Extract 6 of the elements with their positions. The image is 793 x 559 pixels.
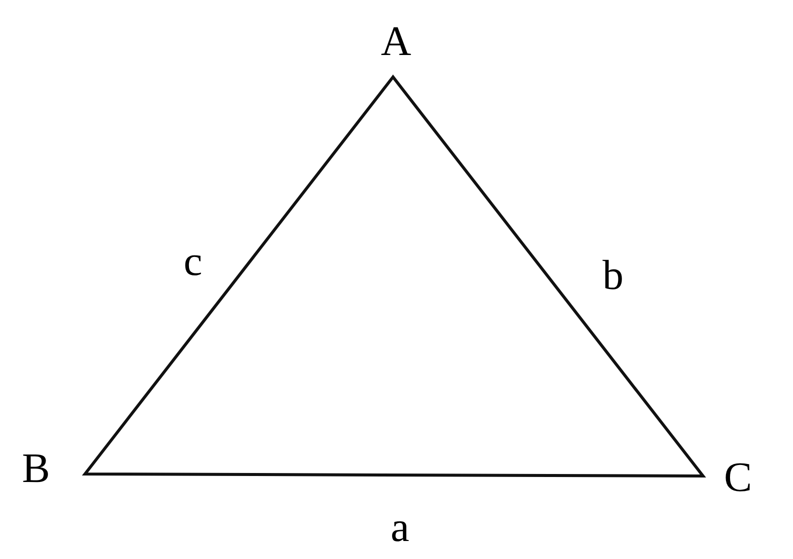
vertex-label: A bbox=[380, 21, 412, 63]
side-label: a bbox=[390, 507, 410, 549]
side-label: c bbox=[184, 241, 202, 283]
vertex-label: B bbox=[22, 448, 50, 490]
vertex-label: C bbox=[724, 457, 752, 499]
side-label: b bbox=[602, 255, 624, 297]
